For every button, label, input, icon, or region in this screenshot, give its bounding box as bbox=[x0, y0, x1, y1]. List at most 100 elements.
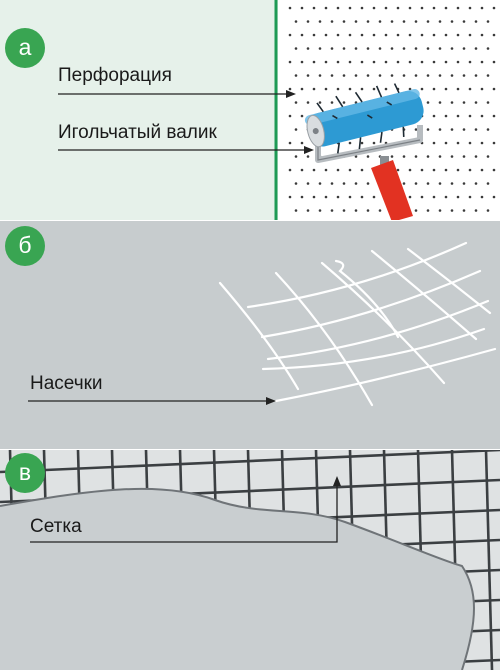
roller-needle bbox=[375, 85, 383, 98]
perforation-dot bbox=[324, 195, 328, 199]
perforation-dot bbox=[306, 47, 310, 50]
perforation-dot bbox=[396, 33, 400, 37]
scratch-line bbox=[320, 261, 446, 385]
perforation-dot bbox=[492, 87, 496, 91]
perforation-dot bbox=[360, 141, 364, 145]
panel-mesh: в Сетка bbox=[0, 449, 500, 670]
perforation-dot bbox=[444, 195, 448, 199]
perforation-dot bbox=[432, 195, 436, 199]
perforation-dot bbox=[312, 60, 316, 64]
panel-notches: б Насечки bbox=[0, 220, 500, 449]
perforation-dot bbox=[336, 87, 340, 91]
perforation-dot bbox=[462, 155, 466, 158]
roller-needle bbox=[386, 101, 393, 106]
perforation-dot bbox=[420, 87, 424, 91]
perforation-dot bbox=[288, 6, 292, 10]
perforation-dot bbox=[312, 33, 316, 37]
perforation-dot bbox=[354, 47, 358, 50]
perforation-dot bbox=[372, 60, 376, 64]
perforation-dot bbox=[426, 155, 430, 158]
perforation-dot bbox=[354, 182, 358, 185]
perforation-dot bbox=[300, 60, 304, 64]
perforation-dot bbox=[462, 182, 466, 185]
perforation-dot bbox=[438, 155, 442, 158]
perforation-dot bbox=[372, 141, 376, 145]
perforation-dot bbox=[318, 20, 322, 23]
perforation-dot bbox=[462, 128, 466, 131]
roller-needle bbox=[335, 95, 344, 108]
perforation-dot bbox=[372, 33, 376, 37]
perforation-dot bbox=[480, 60, 484, 64]
perforation-dot bbox=[450, 128, 454, 131]
badge-a: а bbox=[5, 28, 45, 68]
perforation-dot bbox=[432, 168, 436, 172]
roller-needle bbox=[316, 102, 324, 113]
perforation-dot bbox=[426, 74, 430, 77]
scratch-line bbox=[274, 347, 497, 403]
perforation-dot bbox=[456, 33, 460, 37]
perforation-dot bbox=[414, 20, 418, 23]
perforation-dot bbox=[480, 141, 484, 145]
notches-arrowhead bbox=[266, 397, 276, 405]
perforation-dot bbox=[288, 60, 292, 64]
perforation-dot bbox=[444, 60, 448, 64]
plaster-edge bbox=[0, 487, 475, 670]
perforation-dot bbox=[384, 60, 388, 64]
perforation-dot bbox=[360, 168, 364, 172]
perforation-dot bbox=[390, 20, 394, 23]
perforation-dot bbox=[342, 47, 346, 50]
perforation-dot bbox=[366, 74, 370, 77]
perforation-dot bbox=[360, 6, 364, 10]
perforation-dot bbox=[468, 60, 472, 64]
perforation-dot bbox=[408, 87, 412, 91]
perforation-dot bbox=[288, 87, 292, 91]
perforation-dot bbox=[336, 60, 340, 64]
perforation-dot bbox=[450, 47, 454, 50]
perforation-dot bbox=[480, 195, 484, 199]
roller-arrowhead bbox=[304, 146, 314, 154]
perforation-dot bbox=[348, 6, 352, 10]
perforation-dot bbox=[342, 20, 346, 23]
perforation-dot bbox=[312, 195, 316, 199]
plaster-layer bbox=[0, 488, 474, 670]
perforation-dot bbox=[450, 209, 454, 212]
roller-needle bbox=[358, 137, 362, 150]
perforation-dot bbox=[456, 6, 460, 10]
perforation-dot bbox=[306, 209, 310, 212]
perforation-dot bbox=[390, 74, 394, 77]
perforation-dot bbox=[462, 47, 466, 50]
roller-needle bbox=[379, 131, 383, 143]
perforation-dot bbox=[366, 155, 370, 158]
perforation-dot bbox=[354, 101, 358, 104]
scratch-line bbox=[261, 327, 486, 371]
perforation-dot bbox=[450, 155, 454, 158]
perforation-dot bbox=[402, 20, 406, 23]
roller-cylinder bbox=[306, 90, 424, 147]
perforation-dot bbox=[414, 47, 418, 50]
perforation-dot bbox=[360, 60, 364, 64]
perforation-dot bbox=[486, 209, 490, 212]
perforation-dot bbox=[402, 74, 406, 77]
perforation-dot bbox=[480, 6, 484, 10]
perforation-dot bbox=[348, 168, 352, 172]
perforation-dot bbox=[294, 209, 298, 212]
perforation-dot bbox=[474, 155, 478, 158]
perforation-dot bbox=[444, 6, 448, 10]
perforation-dot bbox=[426, 128, 430, 131]
perforation-dot bbox=[486, 155, 490, 158]
roller-needle bbox=[336, 142, 341, 154]
perforation-dot bbox=[408, 60, 412, 64]
perforation-dot bbox=[462, 101, 466, 104]
perforation-dot bbox=[492, 33, 496, 37]
perforation-dot bbox=[432, 6, 436, 10]
perforation-dot bbox=[348, 141, 352, 145]
perforation-dot bbox=[486, 74, 490, 77]
perforation-dot bbox=[288, 168, 292, 172]
perforation-dot bbox=[474, 20, 478, 23]
mesh-wire bbox=[0, 450, 500, 474]
perforation-dot bbox=[384, 87, 388, 91]
perforation-dot bbox=[444, 114, 448, 118]
label-perforation: Перфорация bbox=[58, 65, 172, 86]
perforation-dot bbox=[348, 195, 352, 199]
perforation-dot bbox=[294, 74, 298, 77]
